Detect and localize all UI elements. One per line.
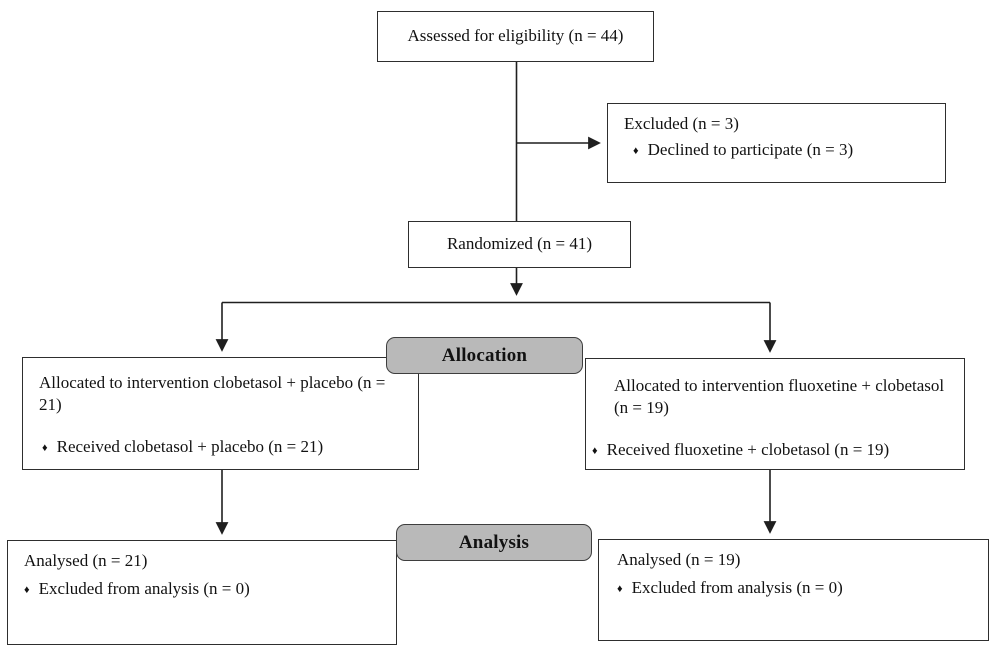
diamond-bullet-icon: ♦ [633,145,639,158]
alloc-left-bullet-text: Received clobetasol + placebo (n = 21) [56,436,324,456]
diamond-bullet-icon: ♦ [617,583,623,596]
box-assessed-eligibility: Assessed for eligibility (n = 44) [377,11,654,62]
diamond-bullet-icon: ♦ [42,441,48,454]
box-analysed-left: Analysed (n = 21) ♦ Excluded from analysi… [7,540,397,645]
alloc-left-bullet-line: ♦ Received clobetasol + placebo (n = 21) [39,436,408,458]
alloc-right-bullet-line: ♦ Received fluoxetine + clobetasol (n = 1… [592,439,956,461]
box-randomized: Randomized (n = 41) [408,221,631,268]
allocation-stage-label: Allocation [386,337,583,374]
diamond-bullet-icon: ♦ [24,584,30,597]
alloc-right-title: Allocated to intervention fluoxetine + c… [614,376,945,418]
analysed-right-bullet-line: ♦ Excluded from analysis (n = 0) [617,577,978,599]
box-analysed-right: Analysed (n = 19) ♦ Excluded from analysi… [598,539,989,641]
box-excluded: Excluded (n = 3) ♦ Declined to participat… [607,103,946,183]
alloc-left-title: Allocated to intervention clobetasol + p… [39,373,386,415]
box-allocated-fluoxetine-clobetasol: Allocated to intervention fluoxetine + c… [585,358,965,470]
excluded-title: Excluded (n = 3) [624,114,739,133]
excluded-bullet-line: ♦ Declined to participate (n = 3) [624,139,935,161]
analysis-stage-label: Analysis [396,524,592,561]
alloc-right-bullet-text: Received fluoxetine + clobetasol (n = 19… [606,439,890,459]
analysed-left-bullet-text: Excluded from analysis (n = 0) [38,579,250,599]
randomized-text: Randomized (n = 41) [446,234,593,254]
box-allocated-clobetasol-placebo: Allocated to intervention clobetasol + p… [22,357,419,470]
allocation-stage-text: Allocation [441,344,528,366]
analysed-left-bullet-line: ♦ Excluded from analysis (n = 0) [24,578,386,600]
diamond-bullet-icon: ♦ [592,444,598,457]
analysed-right-bullet-text: Excluded from analysis (n = 0) [631,578,843,598]
analysed-right-title: Analysed (n = 19) [617,550,741,569]
assessed-text: Assessed for eligibility (n = 44) [407,26,624,46]
analysed-left-title: Analysed (n = 21) [24,551,148,570]
analysis-stage-text: Analysis [458,531,530,553]
excluded-bullet-text: Declined to participate (n = 3) [647,140,854,160]
